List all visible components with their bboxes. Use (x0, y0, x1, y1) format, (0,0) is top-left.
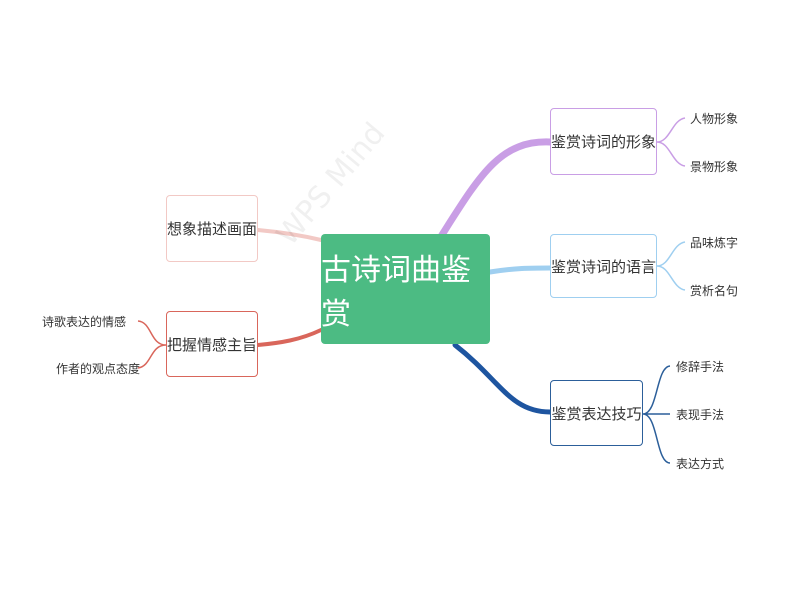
leaf-expression-technique[interactable]: 表现手法 (676, 408, 725, 422)
leaf-word-refining[interactable]: 品味炼字 (690, 236, 739, 250)
branch-emotion[interactable]: 把握情感主旨 (166, 311, 258, 377)
branch-language[interactable]: 鉴赏诗词的语言 (550, 234, 657, 298)
root-node[interactable]: 古诗词曲鉴赏 (321, 234, 490, 344)
bracket-language (656, 241, 686, 291)
connector-root-to-imagine (256, 228, 323, 242)
connector-root-to-language (487, 265, 553, 275)
leaf-author-attitude[interactable]: 作者的观点态度 (56, 362, 141, 376)
leaf-character-image[interactable]: 人物形象 (690, 112, 739, 126)
leaf-poem-emotion[interactable]: 诗歌表达的情感 (42, 315, 127, 329)
bracket-emotion (137, 320, 167, 369)
branch-imagine[interactable]: 想象描述画面 (166, 195, 258, 262)
branch-image[interactable]: 鉴赏诗词的形象 (550, 108, 657, 175)
leaf-famous-lines[interactable]: 赏析名句 (690, 284, 739, 298)
bracket-image (656, 117, 686, 167)
connector-root-to-image (436, 138, 554, 242)
leaf-rhetoric[interactable]: 修辞手法 (676, 360, 725, 374)
connector-root-to-technique (452, 342, 553, 415)
leaf-scene-image[interactable]: 景物形象 (690, 160, 739, 174)
branch-technique[interactable]: 鉴赏表达技巧 (550, 380, 643, 446)
connector-root-to-emotion (256, 328, 323, 347)
leaf-expression-mode[interactable]: 表达方式 (676, 457, 725, 471)
bracket-technique (642, 365, 671, 464)
